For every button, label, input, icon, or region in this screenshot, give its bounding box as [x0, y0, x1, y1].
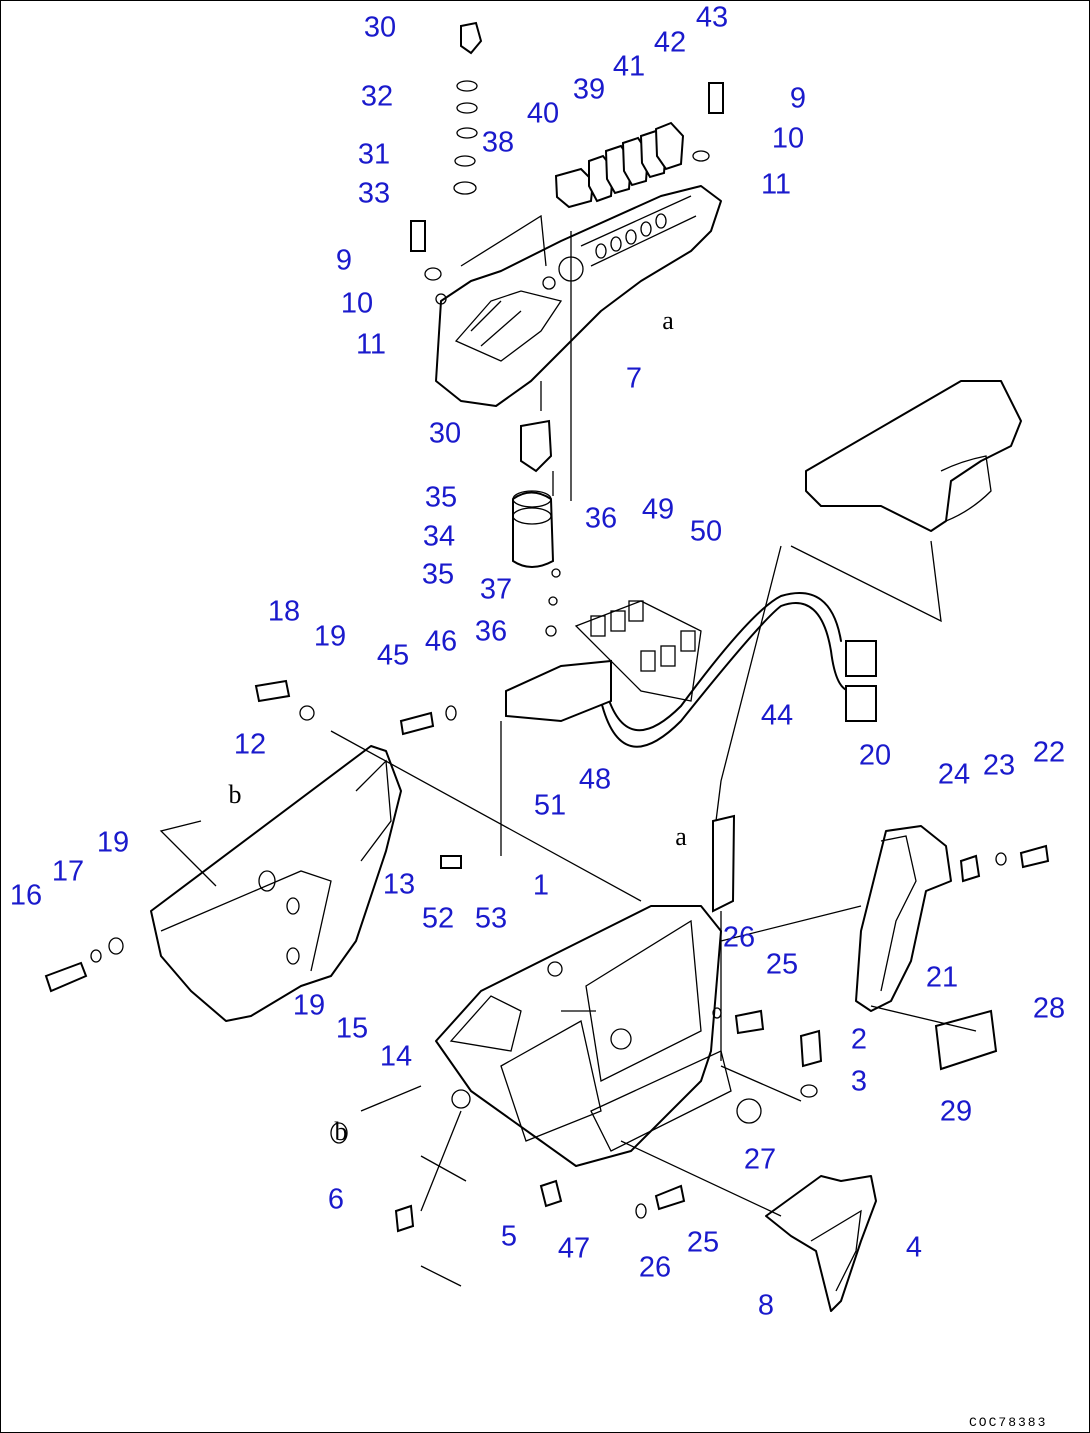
- callout-label: 47: [558, 1233, 590, 1265]
- callout-label: 25: [687, 1227, 719, 1259]
- callout-label: 41: [613, 51, 645, 83]
- callout-label: 11: [761, 169, 791, 201]
- reference-letter: b: [335, 1117, 348, 1146]
- callout-label: 36: [475, 616, 507, 648]
- callout-label: 24: [938, 759, 970, 791]
- callout-label: 10: [772, 123, 804, 155]
- callout-label: 1: [533, 870, 549, 902]
- callout-label: 7: [626, 363, 642, 395]
- callout-label: 20: [859, 740, 891, 772]
- callout-label: 39: [573, 74, 605, 106]
- callout-label: 50: [690, 516, 722, 548]
- callout-label: 19: [97, 827, 129, 859]
- callout-label: 10: [341, 288, 373, 320]
- callout-label: 53: [475, 903, 507, 935]
- callout-label: 19: [293, 990, 325, 1022]
- callout-label: 33: [358, 178, 390, 210]
- callout-label: 37: [480, 574, 512, 606]
- top-cover-7: [435, 185, 722, 407]
- callout-label: 27: [744, 1144, 776, 1176]
- callout-label: 46: [425, 626, 457, 658]
- callout-label: 12: [234, 729, 266, 761]
- callout-label: 26: [639, 1252, 671, 1284]
- callout-label: 36: [585, 503, 617, 535]
- callout-label: 43: [696, 2, 728, 34]
- callout-label: 5: [501, 1221, 517, 1253]
- reference-letter: b: [229, 780, 242, 809]
- callout-label: 13: [383, 869, 415, 901]
- callout-label: 8: [758, 1290, 774, 1322]
- reference-letter: a: [662, 306, 674, 335]
- callout-label: 18: [268, 596, 300, 628]
- reference-letters: a a b b: [229, 306, 688, 1146]
- callout-label: 22: [1033, 737, 1065, 769]
- callout-label: 2: [851, 1024, 867, 1056]
- callout-label: 14: [380, 1041, 412, 1073]
- callout-label: 21: [926, 962, 958, 994]
- callout-label: 11: [356, 329, 386, 361]
- callout-label: 3: [851, 1066, 867, 1098]
- callout-label: 9: [336, 245, 352, 277]
- callout-label: 48: [579, 764, 611, 796]
- callout-label: 25: [766, 949, 798, 981]
- callout-label: 34: [423, 521, 455, 553]
- callout-label: 52: [422, 903, 454, 935]
- drawing-code: COC78383: [969, 1415, 1047, 1430]
- reference-letter: a: [675, 822, 687, 851]
- callout-label: 38: [482, 127, 514, 159]
- callout-numbers: 30 32 31 33 9 10 11 39 41 42 43 40 38 9 …: [10, 2, 1065, 1322]
- callout-label: 45: [377, 640, 409, 672]
- callout-label: 44: [761, 700, 793, 732]
- callout-label: 4: [906, 1232, 922, 1264]
- callout-label: 15: [336, 1013, 368, 1045]
- line-art: [44, 21, 1050, 1312]
- callout-label: 40: [527, 98, 559, 130]
- callout-label: 23: [983, 750, 1015, 782]
- callout-label: 49: [642, 494, 674, 526]
- callout-label: 16: [10, 880, 42, 912]
- callout-label: 35: [425, 482, 457, 514]
- callout-label: 35: [422, 559, 454, 591]
- callout-label: 26: [723, 922, 755, 954]
- callout-label: 30: [429, 418, 461, 450]
- callout-label: 31: [358, 139, 390, 171]
- callout-label: 30: [364, 12, 396, 44]
- callout-label: 28: [1033, 993, 1065, 1025]
- callout-label: 51: [534, 790, 566, 822]
- callout-label: 19: [314, 621, 346, 653]
- callout-label: 42: [654, 27, 686, 59]
- callout-label: 17: [52, 856, 84, 888]
- callout-label: 32: [361, 81, 393, 113]
- callout-label: 9: [790, 83, 806, 115]
- callout-label: 6: [328, 1184, 344, 1216]
- callout-label: 29: [940, 1096, 972, 1128]
